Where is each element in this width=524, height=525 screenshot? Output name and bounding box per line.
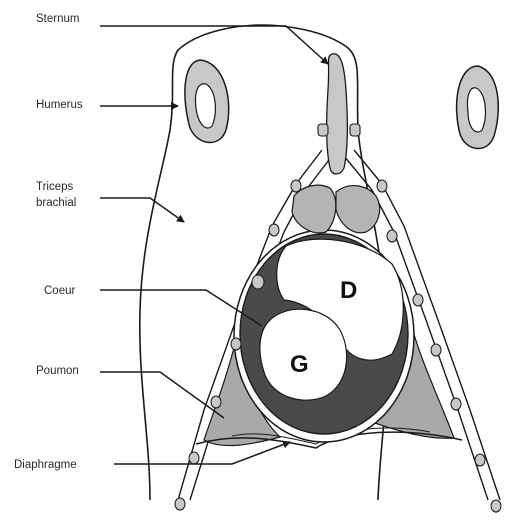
right-humerus bbox=[457, 66, 499, 149]
label-triceps-line1: Triceps bbox=[36, 181, 74, 193]
label-right-chamber: D bbox=[340, 277, 357, 304]
label-left-chamber: G bbox=[290, 351, 309, 378]
poumon-leader bbox=[100, 372, 224, 418]
label-humerus: Humerus bbox=[36, 99, 83, 111]
label-sternum: Sternum bbox=[36, 13, 79, 25]
label-triceps-line2: brachial bbox=[36, 197, 76, 209]
label-coeur: Coeur bbox=[44, 285, 75, 297]
sternum-bone bbox=[318, 54, 360, 174]
label-poumon: Poumon bbox=[36, 365, 79, 377]
thoracic-muscle-bundles bbox=[292, 185, 380, 233]
left-humerus bbox=[185, 60, 229, 143]
label-diaphragme: Diaphragme bbox=[14, 459, 77, 471]
triceps-leader bbox=[100, 198, 184, 222]
